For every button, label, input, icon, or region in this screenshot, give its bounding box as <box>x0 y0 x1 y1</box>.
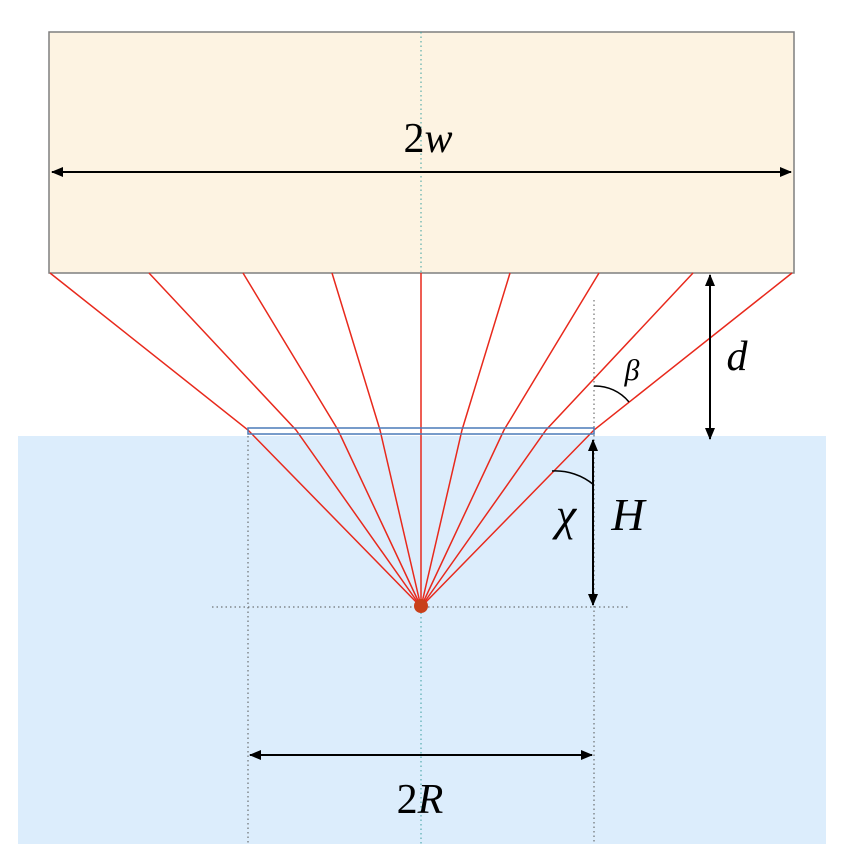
lower-medium-region <box>18 436 826 844</box>
width-label: 2w <box>403 116 452 162</box>
ray <box>420 272 694 608</box>
beta-label: β <box>624 354 640 387</box>
ray <box>420 272 600 608</box>
top-block <box>48 31 795 274</box>
beta-angle-arc <box>593 385 630 403</box>
ray <box>331 272 422 608</box>
depth-label: H <box>610 489 647 540</box>
ray <box>242 272 422 608</box>
point-source-dot <box>414 599 428 613</box>
radius-label: 2R <box>397 777 444 823</box>
gap-label: d <box>727 334 749 380</box>
aperture-window <box>247 427 595 435</box>
ray <box>420 272 511 608</box>
chi-label: χ <box>552 489 578 540</box>
ray <box>148 272 422 608</box>
